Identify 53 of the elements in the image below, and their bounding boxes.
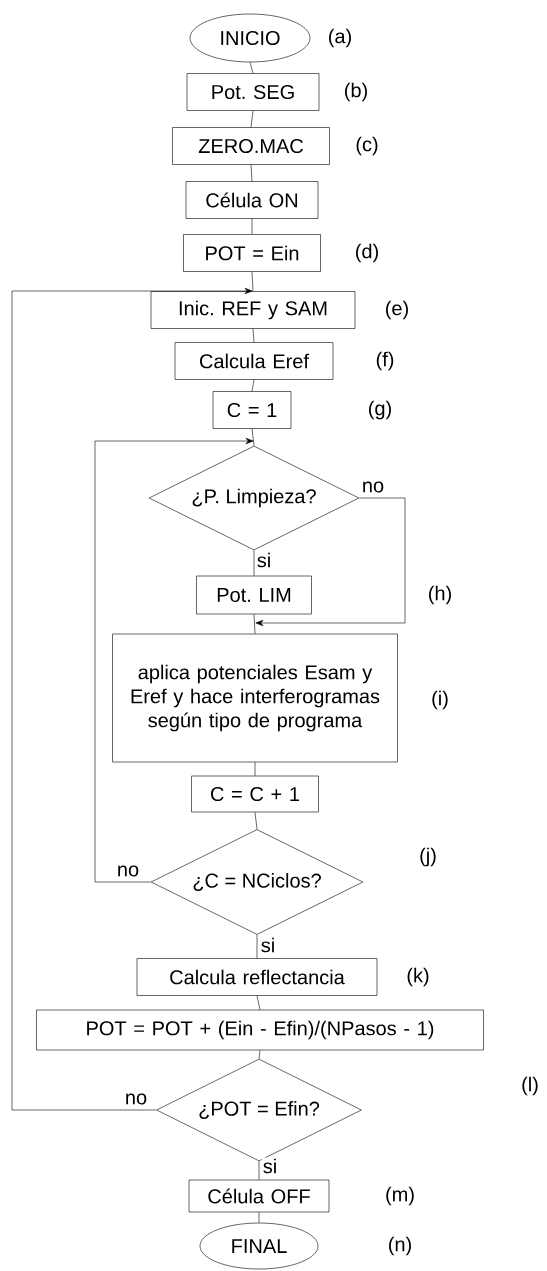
process-box: ZERO.MAC <box>172 127 330 165</box>
step-label: (c) <box>356 136 378 156</box>
process-box: Célula OFF <box>188 1179 330 1213</box>
step-label: (n) <box>389 1236 411 1256</box>
connector <box>253 550 255 576</box>
connector <box>251 271 254 292</box>
step-label: (k) <box>407 967 429 987</box>
process-box: Inic. REF y SAM <box>150 291 356 329</box>
connector <box>256 934 258 959</box>
connector <box>258 1161 260 1180</box>
edge-label: no <box>360 480 386 494</box>
connector <box>254 762 256 776</box>
step-label: (h) <box>429 585 451 605</box>
step-label: (f) <box>376 351 394 371</box>
process-box: C = 1 <box>212 391 292 429</box>
connector <box>94 437 254 883</box>
step-label: (e) <box>386 300 408 320</box>
connector <box>255 497 406 627</box>
process-box: POT = Ein <box>183 234 321 272</box>
connector <box>254 812 258 830</box>
step-label: (m) <box>386 1186 414 1206</box>
edge-label: no <box>123 1092 149 1106</box>
process-box: Calcula reflectancia <box>136 958 378 996</box>
step-label: (i) <box>432 690 448 710</box>
connector <box>251 428 255 446</box>
edge-label: no <box>115 864 141 878</box>
process-box: Pot. SEG <box>186 73 320 111</box>
step-label: (d) <box>356 243 378 263</box>
step-label: (a) <box>329 28 351 48</box>
process-box: C = C + 1 <box>191 775 319 813</box>
edge-label: si <box>261 1157 279 1175</box>
connector <box>251 218 253 235</box>
step-label: (b) <box>345 82 367 102</box>
process-box: POT = POT + (Ein - Efin)/(NPasos - 1) <box>36 1009 484 1051</box>
connector <box>253 614 256 634</box>
process-box: aplica potenciales Esam y Eref y hace interferogramas según tipo de programa <box>112 633 398 763</box>
process-box: Calcula Eref <box>174 342 334 380</box>
process-box: Pot. LIM <box>196 575 312 615</box>
step-label: (j) <box>420 847 436 867</box>
connector <box>250 110 254 128</box>
process-box: Célula ON <box>185 181 319 219</box>
edge-label: si <box>259 936 277 954</box>
connector <box>250 164 253 182</box>
connector <box>258 1050 261 1059</box>
connector <box>11 287 253 1111</box>
edge-label: si <box>255 551 273 569</box>
step-label: (l) <box>522 1076 538 1096</box>
connector <box>256 995 261 1010</box>
connector <box>258 1212 260 1223</box>
connector <box>251 379 255 392</box>
connector <box>252 328 255 343</box>
step-label: (g) <box>369 400 391 420</box>
connector <box>249 62 254 74</box>
